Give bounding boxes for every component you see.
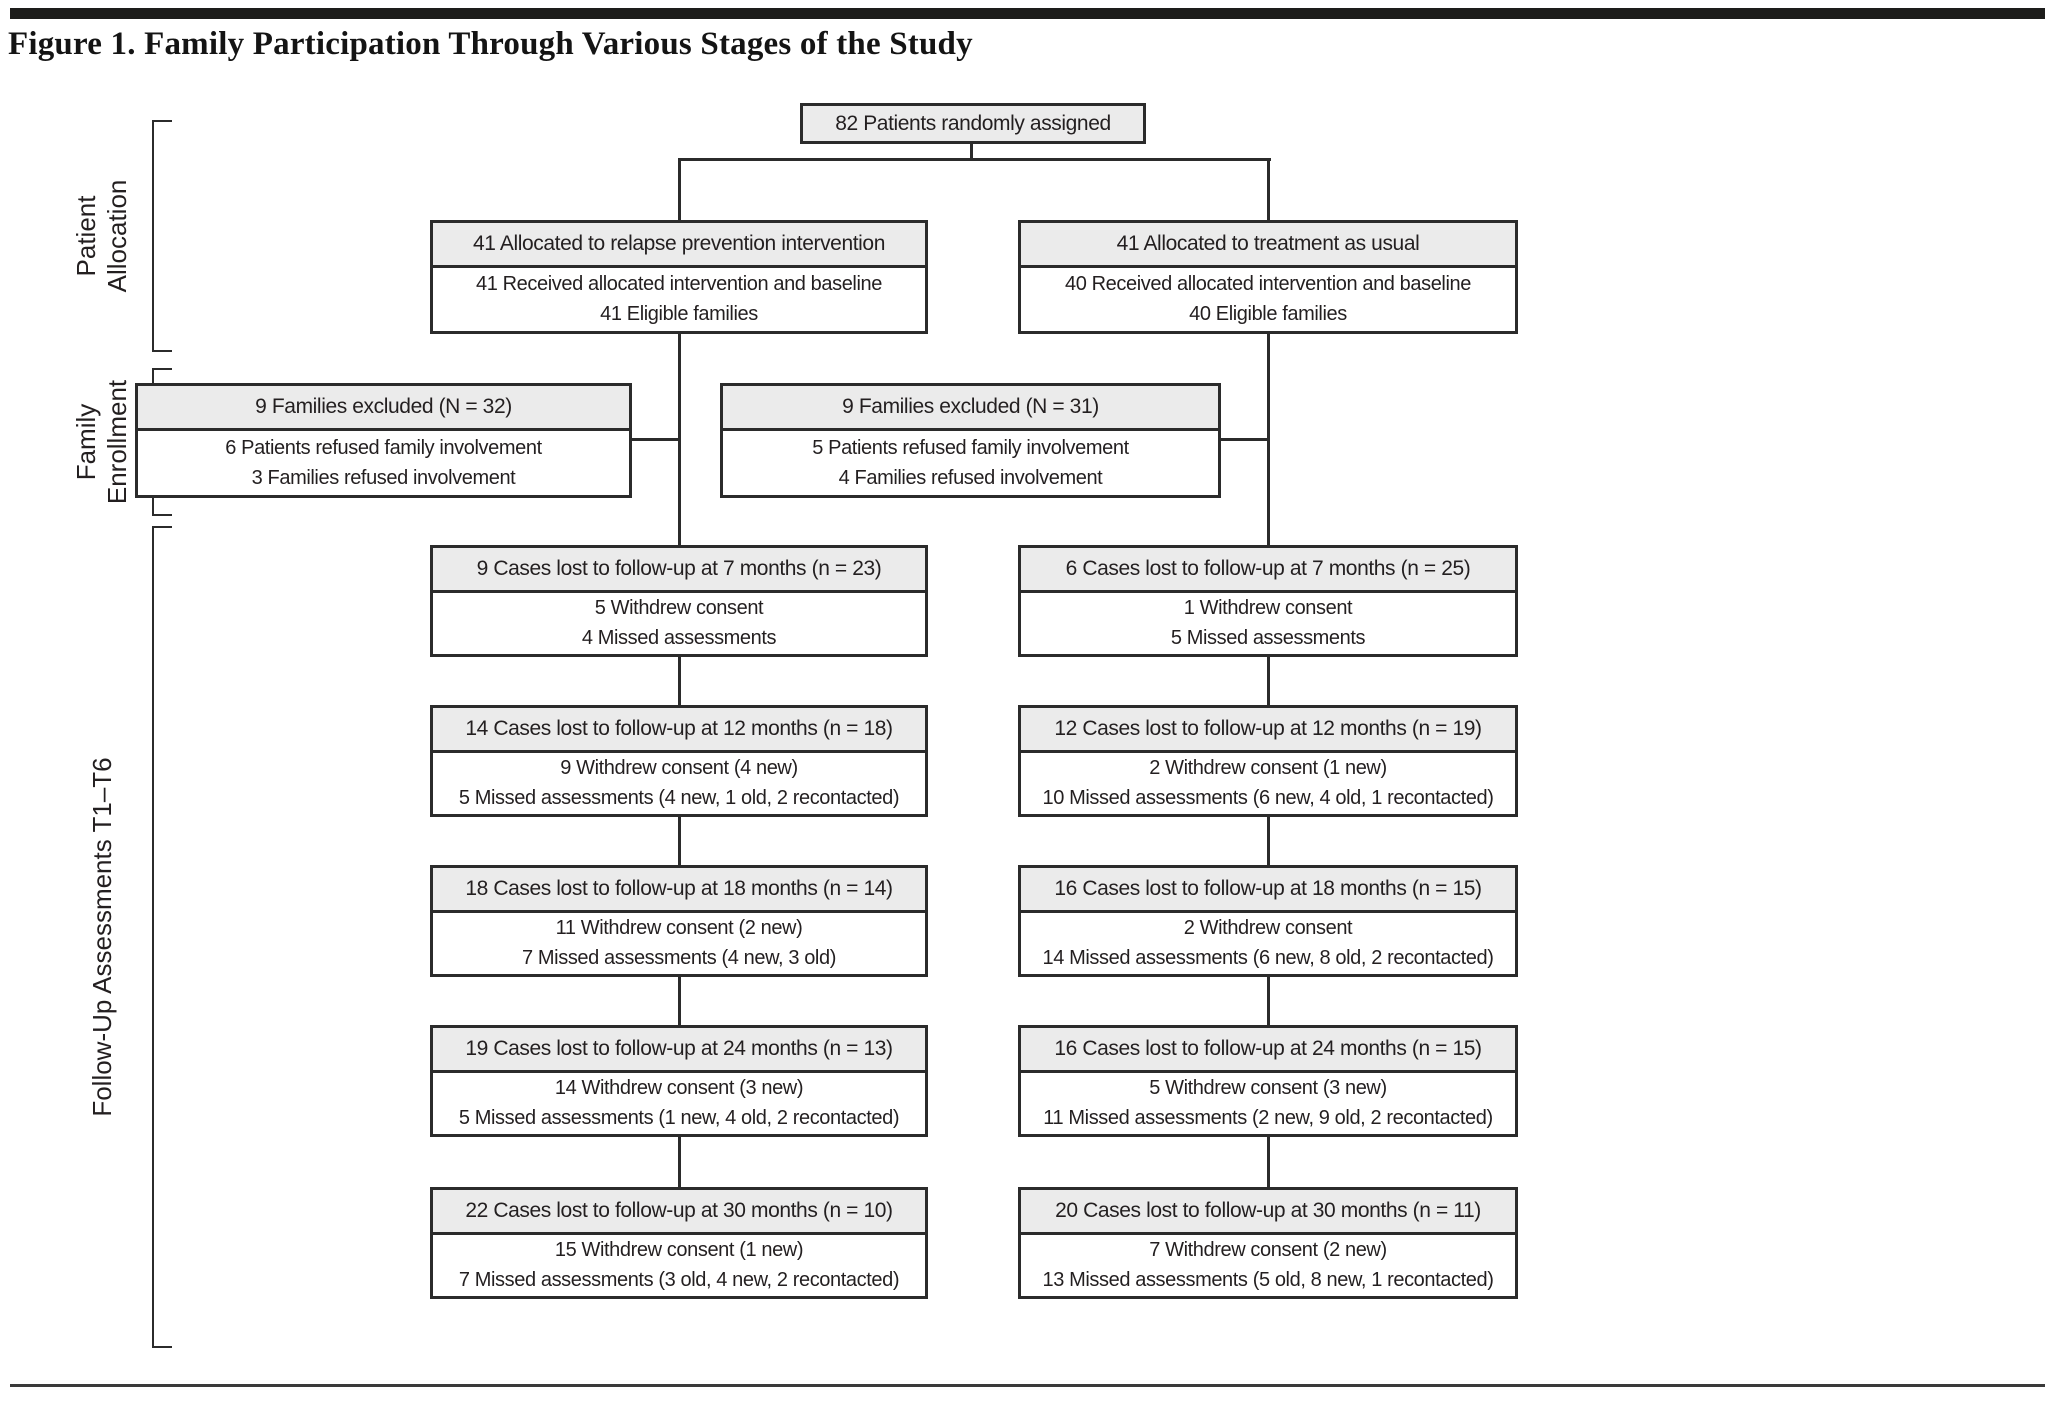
connector-drop-left xyxy=(678,158,681,223)
randomized-label: 82 Patients randomly assigned xyxy=(835,111,1111,135)
followup-body: 2 Withdrew consent 14 Missed assessments… xyxy=(1021,913,1515,974)
followup-box-right-12-months: 12 Cases lost to follow-up at 12 months … xyxy=(1018,705,1518,817)
connector-excluded-stub-left xyxy=(630,438,681,441)
followup-body: 11 Withdrew consent (2 new) 7 Missed ass… xyxy=(433,913,925,974)
followup-body: 1 Withdrew consent 5 Missed assessments xyxy=(1021,593,1515,654)
allocation-header: 41 Allocated to relapse prevention inter… xyxy=(433,223,925,268)
followup-box-right-30-months: 20 Cases lost to follow-up at 30 months … xyxy=(1018,1187,1518,1299)
top-rule xyxy=(10,8,2045,19)
randomized-box: 82 Patients randomly assigned xyxy=(800,103,1146,144)
followup-line: 14 Withdrew consent (3 new) xyxy=(554,1077,804,1099)
followup-header: 12 Cases lost to follow-up at 12 months … xyxy=(1021,708,1515,753)
followup-box-right-18-months: 16 Cases lost to follow-up at 18 months … xyxy=(1018,865,1518,977)
connector-right-row4-row5 xyxy=(1267,1135,1270,1189)
bracket-patient-allocation xyxy=(152,120,172,352)
allocation-line: 40 Eligible families xyxy=(1189,303,1347,325)
followup-line: 1 Withdrew consent xyxy=(1183,597,1353,619)
excluded-body: 5 Patients refused family involvement 4 … xyxy=(723,431,1218,495)
excluded-box-left: 9 Families excluded (N = 32) 6 Patients … xyxy=(135,383,632,498)
followup-line: 5 Withdrew consent (3 new) xyxy=(1149,1077,1387,1099)
connector-left-row3-row4 xyxy=(678,975,681,1027)
followup-header: 16 Cases lost to follow-up at 24 months … xyxy=(1021,1028,1515,1073)
followup-line: 11 Withdrew consent (2 new) xyxy=(555,917,803,939)
bracket-followup-assessments xyxy=(152,526,172,1348)
followup-box-right-24-months: 16 Cases lost to follow-up at 24 months … xyxy=(1018,1025,1518,1137)
followup-box-right-7-months: 6 Cases lost to follow-up at 7 months (n… xyxy=(1018,545,1518,657)
followup-line: 2 Withdrew consent (1 new) xyxy=(1149,757,1387,779)
connector-right-row3-row4 xyxy=(1267,975,1270,1027)
followup-header: 9 Cases lost to follow-up at 7 months (n… xyxy=(433,548,925,593)
followup-body: 5 Withdrew consent 4 Missed assessments xyxy=(433,593,925,654)
side-label-line: Patient xyxy=(71,195,101,277)
side-label-line: Enrollment xyxy=(102,379,132,505)
followup-header: 19 Cases lost to follow-up at 24 months … xyxy=(433,1028,925,1073)
connector-right-row2-row3 xyxy=(1267,815,1270,867)
followup-body: 14 Withdrew consent (3 new) 5 Missed ass… xyxy=(433,1073,925,1134)
followup-line: 13 Missed assessments (5 old, 8 new, 1 r… xyxy=(1042,1269,1494,1291)
followup-line: 2 Withdrew consent xyxy=(1183,917,1353,939)
allocation-line: 41 Eligible families xyxy=(600,303,758,325)
followup-body: 2 Withdrew consent (1 new) 10 Missed ass… xyxy=(1021,753,1515,814)
followup-header: 20 Cases lost to follow-up at 30 months … xyxy=(1021,1190,1515,1235)
side-label-patient-allocation: Patient Allocation xyxy=(69,116,135,356)
followup-line: 9 Withdrew consent (4 new) xyxy=(560,757,798,779)
connector-right-row1-row2 xyxy=(1267,655,1270,707)
connector-left-row2-row3 xyxy=(678,815,681,867)
connector-crossbar xyxy=(678,158,1271,161)
followup-header: 22 Cases lost to follow-up at 30 months … xyxy=(433,1190,925,1235)
followup-box-left-24-months: 19 Cases lost to follow-up at 24 months … xyxy=(430,1025,928,1137)
followup-header: 14 Cases lost to follow-up at 12 months … xyxy=(433,708,925,753)
connector-left-row1-row2 xyxy=(678,655,681,707)
followup-body: 15 Withdrew consent (1 new) 7 Missed ass… xyxy=(433,1235,925,1296)
followup-box-left-12-months: 14 Cases lost to follow-up at 12 months … xyxy=(430,705,928,817)
followup-body: 5 Withdrew consent (3 new) 11 Missed ass… xyxy=(1021,1073,1515,1134)
followup-header: 6 Cases lost to follow-up at 7 months (n… xyxy=(1021,548,1515,593)
followup-header: 16 Cases lost to follow-up at 18 months … xyxy=(1021,868,1515,913)
side-label-followup-assessments: Follow-Up Assessments T1–T6 xyxy=(85,526,119,1348)
excluded-body: 6 Patients refused family involvement 3 … xyxy=(138,431,629,495)
followup-line: 15 Withdrew consent (1 new) xyxy=(554,1239,804,1261)
followup-line: 5 Missed assessments xyxy=(1170,627,1366,649)
allocation-line: 40 Received allocated intervention and b… xyxy=(1065,273,1471,295)
followup-line: 7 Missed assessments (3 old, 4 new, 2 re… xyxy=(458,1269,900,1291)
followup-line: 10 Missed assessments (6 new, 4 old, 1 r… xyxy=(1042,787,1494,809)
connector-stem xyxy=(970,144,973,161)
followup-line: 5 Withdrew consent xyxy=(594,597,764,619)
allocation-box-right: 41 Allocated to treatment as usual 40 Re… xyxy=(1018,220,1518,334)
followup-line: 11 Missed assessments (2 new, 9 old, 2 r… xyxy=(1043,1107,1493,1129)
excluded-header: 9 Families excluded (N = 32) xyxy=(138,386,629,431)
followup-box-left-30-months: 22 Cases lost to follow-up at 30 months … xyxy=(430,1187,928,1299)
followup-body: 9 Withdrew consent (4 new) 5 Missed asse… xyxy=(433,753,925,814)
followup-line: 5 Missed assessments (4 new, 1 old, 2 re… xyxy=(458,787,900,809)
side-label-line: Allocation xyxy=(102,179,132,293)
followup-header: 18 Cases lost to follow-up at 18 months … xyxy=(433,868,925,913)
excluded-line: 6 Patients refused family involvement xyxy=(225,436,542,459)
connector-left-row4-row5 xyxy=(678,1135,681,1189)
allocation-line: 41 Received allocated intervention and b… xyxy=(476,273,882,295)
followup-line: 4 Missed assessments xyxy=(581,627,777,649)
excluded-line: 4 Families refused involvement xyxy=(838,466,1103,489)
allocation-body: 40 Received allocated intervention and b… xyxy=(1021,268,1515,331)
excluded-header: 9 Families excluded (N = 31) xyxy=(723,386,1218,431)
side-label-line: Follow-Up Assessments T1–T6 xyxy=(86,757,117,1117)
followup-box-left-7-months: 9 Cases lost to follow-up at 7 months (n… xyxy=(430,545,928,657)
excluded-line: 3 Families refused involvement xyxy=(251,466,516,489)
allocation-box-left: 41 Allocated to relapse prevention inter… xyxy=(430,220,928,334)
followup-line: 7 Withdrew consent (2 new) xyxy=(1149,1239,1387,1261)
followup-line: 14 Missed assessments (6 new, 8 old, 2 r… xyxy=(1042,947,1494,969)
excluded-box-right: 9 Families excluded (N = 31) 5 Patients … xyxy=(720,383,1221,498)
figure-title: Figure 1. Family Participation Through V… xyxy=(8,26,973,62)
bottom-rule xyxy=(10,1384,2045,1387)
excluded-line: 5 Patients refused family involvement xyxy=(812,436,1129,459)
followup-box-left-18-months: 18 Cases lost to follow-up at 18 months … xyxy=(430,865,928,977)
connector-excluded-stub-right xyxy=(1219,438,1270,441)
followup-line: 5 Missed assessments (1 new, 4 old, 2 re… xyxy=(458,1107,900,1129)
connector-drop-right xyxy=(1267,158,1270,223)
followup-line: 7 Missed assessments (4 new, 3 old) xyxy=(522,947,836,969)
allocation-header: 41 Allocated to treatment as usual xyxy=(1021,223,1515,268)
side-label-line: Family xyxy=(71,403,101,481)
followup-body: 7 Withdrew consent (2 new) 13 Missed ass… xyxy=(1021,1235,1515,1296)
allocation-body: 41 Received allocated intervention and b… xyxy=(433,268,925,331)
